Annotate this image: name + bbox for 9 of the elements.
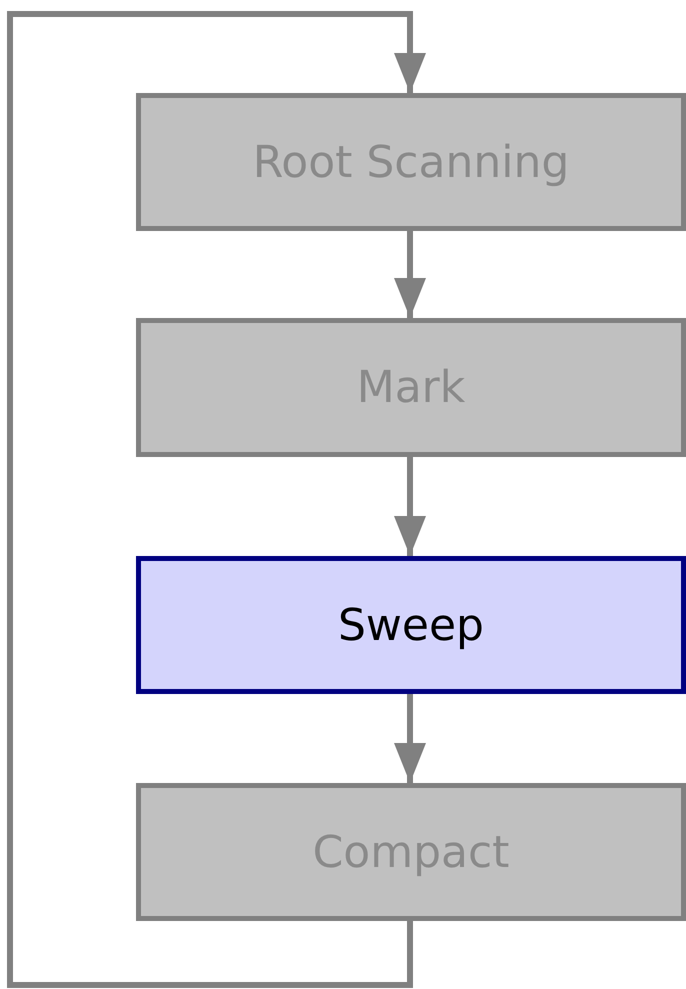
arrow [394, 231, 426, 318]
arrow [394, 694, 426, 783]
process-box [136, 783, 686, 921]
process-box [136, 93, 686, 231]
process-box [136, 556, 686, 694]
step-label: Sweep [338, 600, 484, 650]
arrow [7, 11, 426, 988]
process-box [136, 318, 686, 457]
arrow [394, 457, 426, 556]
